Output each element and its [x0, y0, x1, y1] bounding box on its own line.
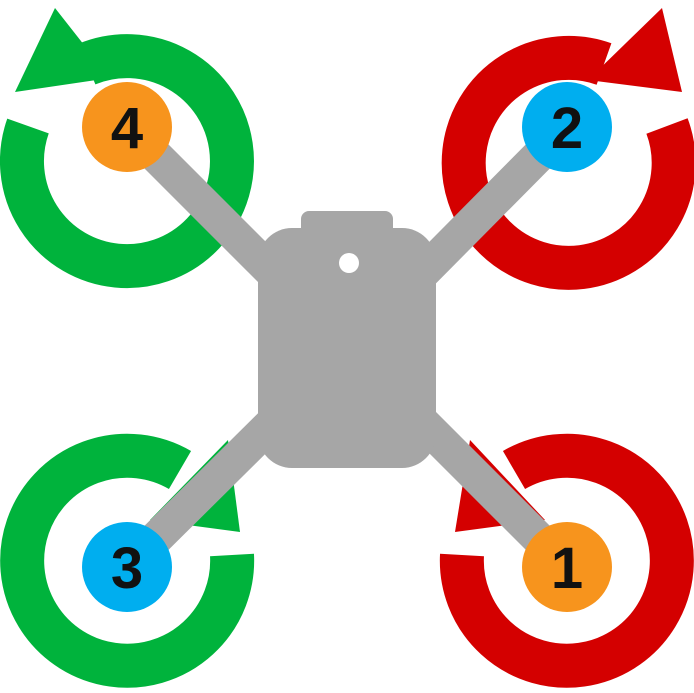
- motor-2-rotation-arrow-icon: [441, 8, 694, 290]
- quadcopter-frame-icon: [114, 114, 580, 580]
- frame-status-light: [339, 253, 359, 273]
- motor-1-label: 1: [551, 536, 583, 601]
- motor-4-hub: 4: [82, 82, 172, 172]
- frame-body: [258, 211, 436, 468]
- motor-4-rotation-arrow-icon: [0, 8, 254, 289]
- motor-1-hub: 1: [522, 522, 612, 612]
- motor-4-label: 4: [111, 96, 143, 161]
- motor-3-hub: 3: [82, 522, 172, 612]
- motor-3-label: 3: [111, 536, 143, 601]
- motor-hubs: 4 2 3 1: [82, 82, 612, 612]
- motor-2-label: 2: [551, 96, 583, 161]
- motor-2-hub: 2: [522, 82, 612, 172]
